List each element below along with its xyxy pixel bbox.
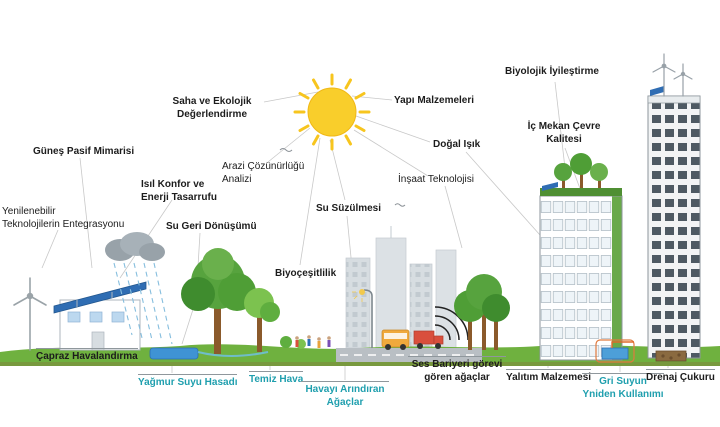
label-capraz-havalandirma: Çapraz Havalandırma (36, 348, 138, 364)
label-biyolojik-iyilestirme: Biyolojik İyileştirme (505, 66, 599, 77)
sound-barrier-trees (454, 274, 510, 350)
label-havayi-arindiran-agaclar: Havayı Arındıran Ağaçlar (301, 381, 389, 409)
solar-house (53, 281, 147, 351)
label-insaat-teknolojisi: İnşaat Teknolojisi (398, 174, 474, 185)
label-drenaj-cukuru: Drenaj Çukuru (646, 369, 715, 385)
label-yapi-malzemeleri: Yapı Malzemeleri (394, 95, 475, 106)
label-ic-mekan-cevre-kalitesi: İç Mekan Çevre Kalitesi (527, 121, 601, 145)
truck-icon (413, 330, 444, 349)
bird-icons (279, 148, 406, 207)
label-biyocesitlilik: Biyoçeşitlilik (275, 268, 337, 279)
drainage-pit-icon (655, 350, 687, 362)
tree-icon (181, 248, 280, 354)
label-su-geri-donusumu: Su Geri Dönüşümü (166, 221, 257, 232)
label-yenilenebilir-teknolojiler: Yenilenebilir Teknolojilerin Entegrasyon… (2, 206, 125, 230)
sun-icon (293, 73, 371, 151)
wind-turbine-icon (13, 277, 47, 351)
rain-cloud-icon (105, 232, 173, 345)
pond-icon (149, 347, 269, 360)
label-isil-konfor: Isıl Konfor ve Enerji Tasarrufu (141, 179, 217, 203)
label-gri-suyun-kullanimi: Gri Suyun Yniden Kullanımı (582, 373, 664, 401)
label-yagmur-suyu-hasadi: Yağmur Suyu Hasadı (138, 374, 238, 390)
green-roof-building (539, 153, 623, 361)
highrise-building (647, 86, 701, 359)
label-saha-ekolojik: Saha ve Ekolojik Değerlendirme (172, 96, 252, 120)
street-lamp-icon (352, 289, 373, 348)
park-people (280, 335, 331, 349)
road (336, 348, 482, 362)
rooftop-wind-turbines (652, 53, 693, 97)
grey-water-tank-icon (595, 339, 635, 363)
label-yalitim-malzemesi: Yalıtım Malzemesi (506, 369, 592, 385)
bus-icon (381, 329, 410, 350)
label-dogal-isik: Doğal Işık (433, 139, 481, 150)
label-su-suzulmesi: Su Süzülmesi (316, 203, 382, 214)
label-temiz-hava: Temiz Hava (249, 371, 304, 387)
label-ses-bariyeri-agaclar: Ses Bariyeri görevi gören ağaçlar (408, 356, 506, 384)
label-arazi-cozunurlugu: Arazi Çözünürlüğü Analizi (222, 161, 305, 185)
label-gunes-pasif-mimarisi: Güneş Pasif Mimarisi (33, 146, 135, 157)
